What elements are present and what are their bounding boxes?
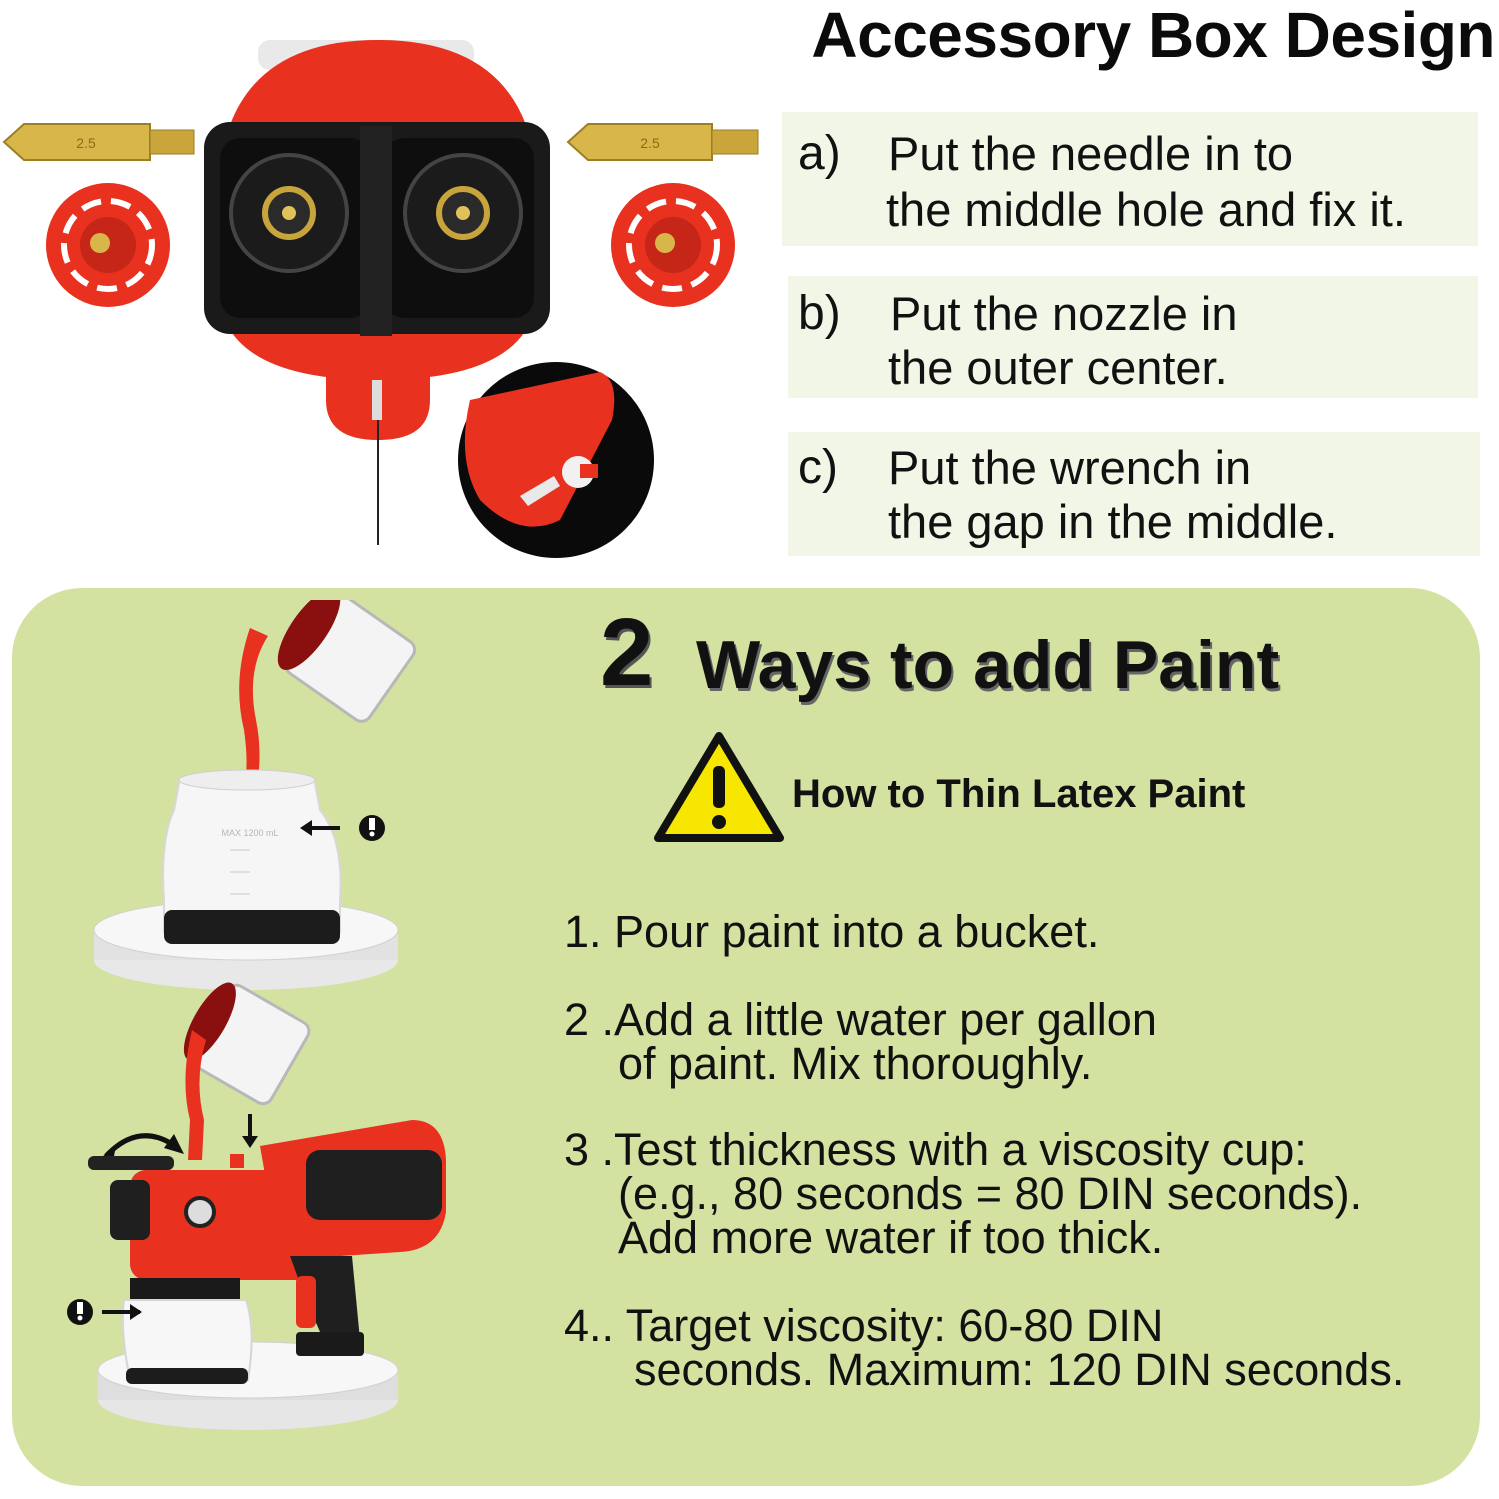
step-a-panel: a) Put the needle in to the middle hole …: [782, 112, 1478, 246]
accessory-box-illustration: 2.5 2.5: [2, 40, 759, 558]
needle-right: 2.5: [566, 123, 759, 161]
paint-cup: MAX 1200 mL: [93, 769, 399, 990]
paint-pouring-illustration: MAX 1200 mL: [67, 600, 446, 1430]
paint-can-lower: [183, 982, 311, 1160]
step-text-line1: Put the needle in to: [888, 127, 1294, 180]
instruction-line: 4.. Target viscosity: 60-80 DIN: [564, 1300, 1164, 1351]
cup-max-label: MAX 1200 mL: [221, 828, 278, 838]
info-marker-lower: [67, 1299, 142, 1325]
needle-left: 2.5: [2, 123, 195, 161]
step-text-line2: the gap in the middle.: [888, 495, 1338, 548]
step-text-line2: the middle hole and fix it.: [886, 183, 1406, 236]
step-letter: c): [798, 441, 838, 494]
step-b-panel: b) Put the nozzle in the outer center.: [788, 276, 1478, 398]
step-text-line1: Put the nozzle in: [890, 287, 1238, 340]
warning-icon: [654, 732, 784, 842]
thin-latex-title: How to Thin Latex Paint: [792, 772, 1246, 816]
instruction-3: 3 .Test thickness with a viscosity cup: …: [564, 1124, 1363, 1263]
wrench-detail-zoom: [458, 362, 654, 558]
ways-title: Ways to add Paint: [696, 627, 1280, 703]
needle-size-label: 2.5: [76, 135, 96, 151]
instruction-line: 2 .Add a little water per gallon: [564, 994, 1157, 1045]
step-text-line1: Put the wrench in: [888, 441, 1252, 494]
accessory-box-body: [204, 40, 550, 545]
instruction-line: 3 .Test thickness with a viscosity cup:: [564, 1124, 1307, 1175]
paint-can-upper: [239, 600, 417, 800]
instruction-4: 4.. Target viscosity: 60-80 DIN seconds.…: [564, 1300, 1405, 1395]
instruction-line: seconds. Maximum: 120 DIN seconds.: [634, 1344, 1405, 1395]
ways-number: 2: [600, 599, 654, 706]
step-c-panel: c) Put the wrench in the gap in the midd…: [788, 432, 1480, 556]
spray-gun: [88, 1120, 446, 1430]
info-marker-upper: [300, 815, 385, 841]
instruction-line: (e.g., 80 seconds = 80 DIN seconds).: [618, 1168, 1363, 1219]
accessory-title: Accessory Box Design: [811, 0, 1495, 71]
needle-size-label: 2.5: [640, 135, 660, 151]
step-text-line2: the outer center.: [888, 341, 1228, 394]
down-arrow-icon: [242, 1114, 258, 1148]
instruction-line: of paint. Mix thoroughly.: [618, 1038, 1093, 1089]
nozzle-cap-left: [46, 183, 170, 307]
instruction-line: Add more water if too thick.: [618, 1212, 1164, 1263]
instruction-1: 1. Pour paint into a bucket.: [564, 906, 1100, 957]
step-letter: a): [798, 127, 841, 180]
instruction-line: 1. Pour paint into a bucket.: [564, 906, 1100, 957]
step-letter: b): [798, 287, 841, 340]
instruction-2: 2 .Add a little water per gallon of pain…: [564, 994, 1157, 1089]
nozzle-cap-right: [611, 183, 735, 307]
